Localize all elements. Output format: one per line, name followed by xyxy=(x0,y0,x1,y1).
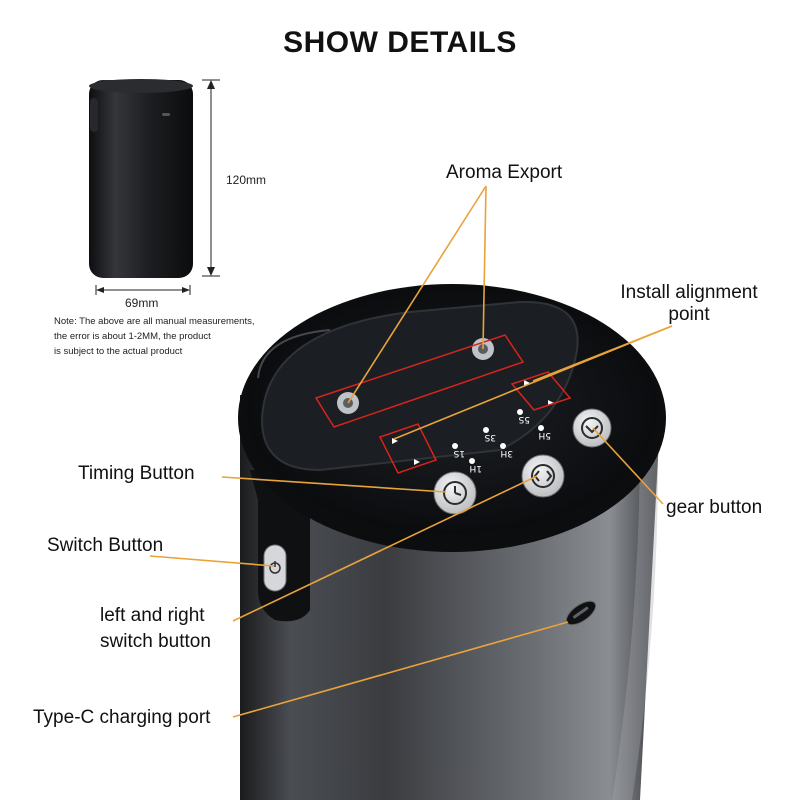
timing-line xyxy=(221,476,447,493)
switch-button[interactable] xyxy=(263,544,287,592)
gear-button-label: gear button xyxy=(666,497,763,518)
highlight-boxes xyxy=(314,334,572,474)
aroma-highlight-box xyxy=(314,334,525,428)
install-alignment-line-1: Install alignment xyxy=(620,282,758,303)
type-c-line xyxy=(232,621,569,718)
height-dimension-label: 120mm xyxy=(226,173,267,187)
note-line-2: the error is about 1-2MM, the product xyxy=(54,331,211,342)
left-right-switch-label: left and right switch button xyxy=(100,603,211,655)
note-line-3: is subject to the actual product xyxy=(54,346,183,357)
switch-button-label: Switch Button xyxy=(47,535,164,556)
type-c-label: Type-C charging port xyxy=(33,707,211,728)
indicator-label-5h: 5H xyxy=(539,430,552,440)
timing-button-label: Timing Button xyxy=(78,463,195,484)
timing-button[interactable] xyxy=(433,471,477,515)
indicator-label-1h: 1H xyxy=(470,463,483,473)
indicator-label-3s: 3S xyxy=(484,432,496,442)
aroma-line-right xyxy=(482,185,487,350)
indicator-panel xyxy=(452,409,544,464)
aroma-export-label: Aroma Export xyxy=(446,162,563,183)
gear-line xyxy=(592,427,664,505)
height-dimension-arrow xyxy=(202,79,220,277)
clock-icon xyxy=(443,481,467,505)
left-right-line-1: left and right xyxy=(100,605,205,626)
left-right-switch-button[interactable] xyxy=(521,454,565,498)
aroma-line-left xyxy=(347,185,487,404)
measurement-note: Note: The above are all manual measureme… xyxy=(54,314,255,359)
left-right-line xyxy=(232,475,538,622)
indicator-label-5s: 5S xyxy=(518,414,530,424)
power-icon xyxy=(269,561,281,574)
type-c-port-icon xyxy=(565,600,597,626)
alignment-marker-left xyxy=(392,438,420,465)
callout-lines xyxy=(149,185,673,718)
gear-mode-icon xyxy=(581,417,603,439)
alignment-line-left xyxy=(393,325,673,440)
alignment-right-highlight-box xyxy=(510,371,572,411)
page-title: SHOW DETAILS xyxy=(283,26,517,59)
indicator-label-3h: 3H xyxy=(501,448,514,458)
thumbnail-device xyxy=(89,79,193,278)
note-line-1: Note: The above are all manual measureme… xyxy=(54,316,255,327)
alignment-left-highlight-box xyxy=(378,423,438,474)
switch-arrows-icon xyxy=(531,464,555,488)
install-alignment-label: Install alignment point xyxy=(606,282,772,326)
main-device xyxy=(238,284,666,800)
switch-line xyxy=(149,555,275,567)
width-dimension-arrow xyxy=(95,285,191,295)
width-dimension-label: 69mm xyxy=(125,296,159,310)
install-alignment-line-2: point xyxy=(668,304,710,325)
left-right-line-2: switch button xyxy=(100,631,211,652)
indicator-label-1s: 1S xyxy=(453,448,465,458)
